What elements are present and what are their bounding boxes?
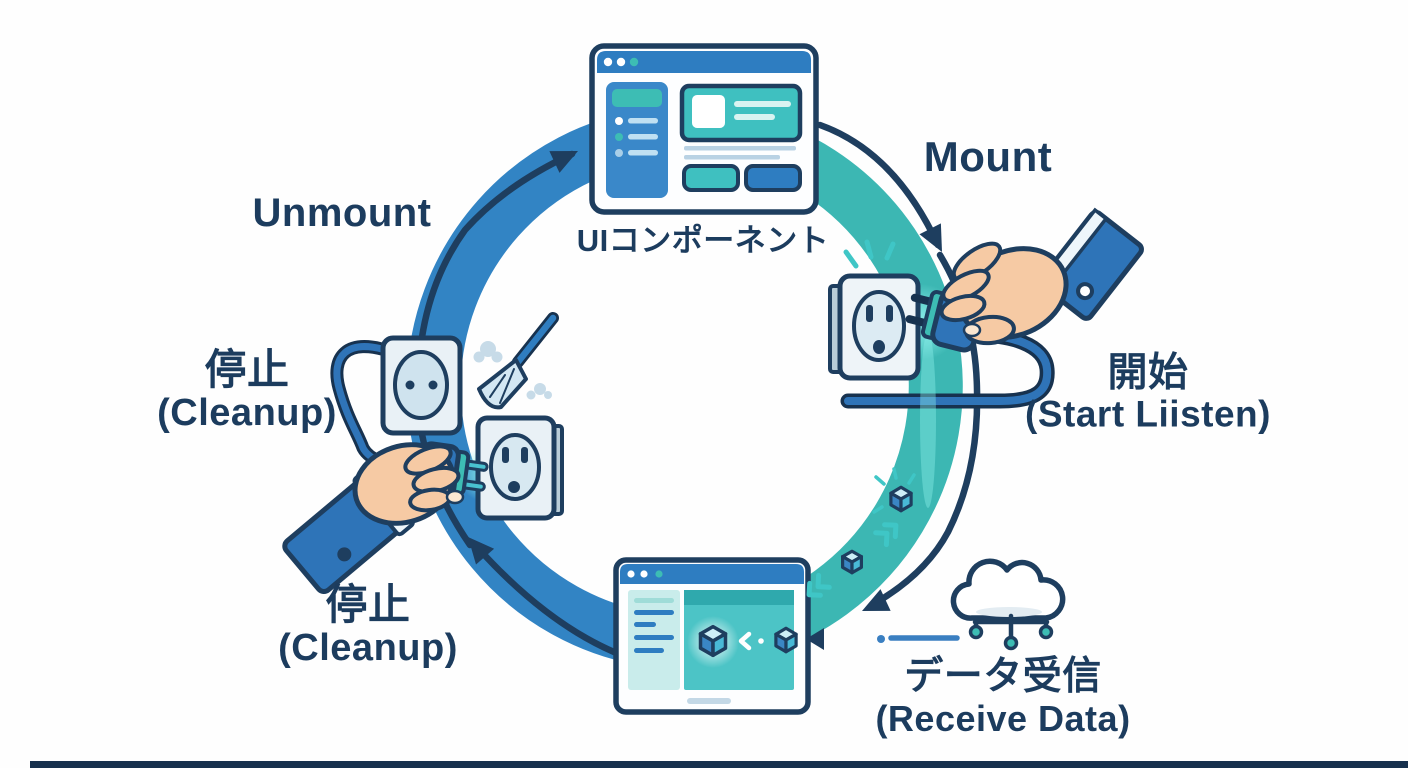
mount-text: Mount — [923, 132, 1053, 180]
dust-puff-icon — [473, 341, 552, 400]
label-mount: Mount — [923, 132, 1053, 180]
spark-icon — [872, 467, 916, 514]
label-start-listen: 開始 (Start Liisten) — [1025, 351, 1271, 436]
arrowhead-icon — [549, 151, 578, 173]
label-unmount: Unmount — [252, 191, 431, 235]
data-cube-icon — [840, 549, 864, 575]
cloud-shading — [976, 607, 1042, 617]
arrowhead-icon — [862, 589, 891, 611]
receive-data-en: (Receive Data) — [875, 697, 1131, 739]
spark-icon — [843, 239, 896, 269]
browser-window-icon — [589, 43, 819, 215]
cleanup-en: (Cleanup) — [157, 392, 337, 435]
footer-line — [687, 698, 731, 704]
data-cube-icon — [889, 485, 913, 513]
chevron-motion-icon — [806, 572, 832, 598]
hand-icon — [939, 241, 1069, 346]
browser-window-icon — [613, 557, 811, 715]
chevron-left-icon — [738, 631, 752, 651]
curved-arrow-icon — [474, 544, 618, 656]
label-receive-data: データ受信 (Receive Data) — [875, 654, 1131, 739]
arrowhead-icon — [468, 537, 495, 565]
bottom-edge-bar — [30, 761, 1408, 768]
ui-component-text: UIコンポーネント — [576, 222, 830, 258]
fingernail-icon — [445, 489, 465, 505]
hand-icon — [352, 442, 465, 526]
unmount-text: Unmount — [252, 191, 432, 235]
power-outlet-icon — [380, 335, 463, 436]
glow-streak-icon — [920, 332, 936, 508]
connector-dash-icon — [877, 635, 960, 643]
label-cleanup-bottom-left: 停止 (Cleanup) — [278, 581, 458, 670]
window-dot-icon — [603, 57, 613, 67]
titlebar — [597, 51, 811, 73]
sidebar — [606, 82, 668, 198]
data-cube-icon — [774, 626, 798, 654]
cleanup-en: (Cleanup) — [278, 627, 458, 670]
start-listen-jp: 開始 — [1107, 350, 1189, 395]
window-dot-icon — [629, 57, 639, 67]
arrow-left-icon — [806, 628, 824, 650]
window-dot-icon — [627, 570, 635, 578]
blue-button — [744, 164, 802, 192]
power-outlet-icon — [828, 273, 921, 381]
window-dot-icon — [616, 57, 626, 67]
sidebar-button — [612, 89, 662, 107]
start-listen-en: (Start Liisten) — [1025, 393, 1271, 435]
cleanup-jp: 停止 — [204, 346, 290, 394]
network-node-icon — [1003, 635, 1019, 651]
label-cleanup-mid-left: 停止 (Cleanup) — [157, 346, 337, 435]
network-node-icon — [1038, 624, 1054, 640]
fingernail-icon — [962, 322, 982, 338]
arrowhead-icon — [919, 223, 942, 252]
cleanup-jp: 停止 — [325, 581, 411, 629]
chevron-motion-icon — [873, 522, 899, 548]
cloud-network-icon — [950, 558, 1066, 651]
content-header — [684, 590, 794, 605]
window-dot-icon — [655, 570, 663, 578]
network-node-icon — [968, 624, 984, 640]
receive-data-jp: データ受信 — [904, 654, 1102, 698]
broom-icon — [477, 312, 559, 410]
label-ui-component: UIコンポーネント — [576, 222, 830, 258]
window-dot-icon — [640, 570, 648, 578]
teal-button — [682, 164, 740, 192]
curved-arrow-icon — [816, 121, 942, 249]
cloud-icon — [950, 558, 1066, 621]
power-outlet-icon — [475, 415, 564, 521]
titlebar — [620, 564, 804, 584]
data-cube-icon — [698, 624, 728, 658]
